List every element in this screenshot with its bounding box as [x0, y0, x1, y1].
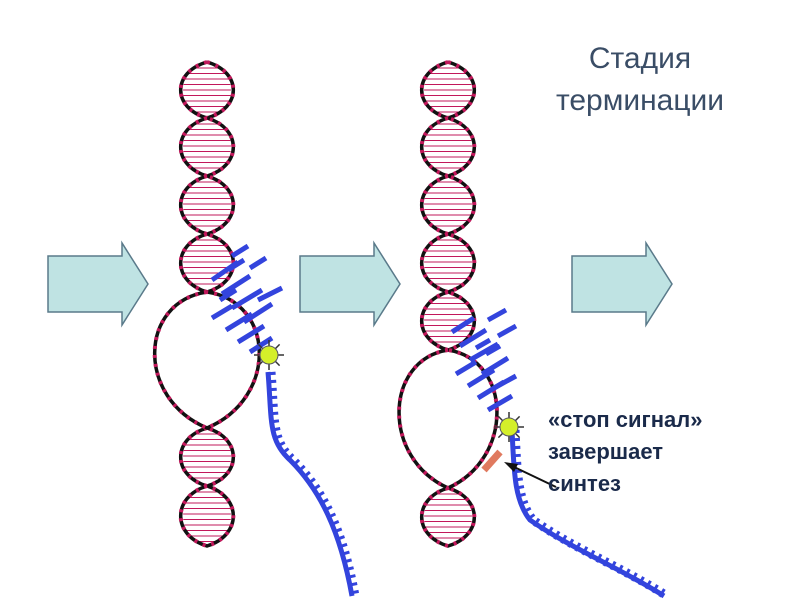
dna-helix-left [152, 60, 262, 549]
annotation-pointer-head [504, 462, 518, 472]
free-nucleotide [450, 315, 476, 335]
process-arrow-icon [571, 240, 673, 328]
polymerase-body [259, 345, 279, 365]
transcription-bubble-marks [152, 290, 262, 431]
free-nucleotide [486, 307, 508, 323]
rna-polymerase-icon [254, 340, 284, 370]
free-nucleotide [230, 287, 264, 311]
free-nucleotide [468, 341, 500, 363]
free-nucleotide [256, 285, 284, 303]
process-arrow-icon [47, 240, 149, 328]
rna-strand-bases [510, 429, 670, 600]
free-nucleotide [480, 355, 510, 377]
free-nucleotide [474, 337, 492, 351]
rna-strand-bases [266, 371, 360, 597]
dna-strand-marks [419, 116, 477, 179]
dna-strand-marks [419, 232, 477, 295]
free-nucleotide [484, 343, 502, 357]
title-line-2: терминации [555, 84, 725, 117]
free-nucleotide [224, 311, 254, 333]
rna-polymerase-icon [494, 412, 524, 442]
annotation-line-1: «стоп сигнал» [548, 407, 703, 432]
free-nucleotide [226, 257, 246, 273]
dna-strand-marks [178, 116, 236, 179]
rna-transcript-left [210, 243, 360, 597]
dna-strand-marks [178, 232, 236, 295]
free-nucleotide [466, 367, 496, 389]
markers [254, 340, 557, 488]
transcription-bubble-marks [397, 348, 499, 491]
dna-strand-marks [178, 174, 236, 237]
free-nucleotide [236, 323, 266, 345]
process-arrows [47, 240, 673, 328]
dna-strand-marks [178, 484, 236, 549]
polymerase-body [499, 417, 519, 437]
annotation-line-3: синтез [548, 471, 621, 496]
dna-strand-marks [419, 486, 477, 549]
free-nucleotide [492, 373, 518, 391]
free-nucleotide [486, 393, 514, 413]
dna-helix-right [397, 60, 499, 549]
stop-signal-annotation: «стоп сигнал» завершает синтез [548, 404, 702, 500]
rna-transcript-right [450, 307, 670, 600]
free-nucleotide [242, 301, 274, 325]
free-nucleotide [454, 359, 478, 377]
free-nucleotide [458, 327, 488, 349]
slide-title: Стадия терминации [520, 38, 760, 122]
dna-strand-marks [178, 426, 236, 489]
free-nucleotide [496, 323, 518, 339]
title-line-1: Стадия [588, 42, 692, 75]
free-nucleotide [248, 255, 268, 271]
dna-strand-marks [419, 174, 477, 237]
free-nucleotide [220, 273, 252, 297]
free-nucleotide [210, 303, 234, 321]
process-arrow-icon [299, 240, 401, 328]
stop-signal-marker-icon [481, 449, 503, 473]
annotation-pointer [511, 465, 557, 488]
dna-strand-marks [419, 290, 477, 353]
free-nucleotide [218, 287, 238, 303]
annotation-line-2: завершает [548, 439, 664, 464]
free-nucleotide [230, 243, 250, 259]
